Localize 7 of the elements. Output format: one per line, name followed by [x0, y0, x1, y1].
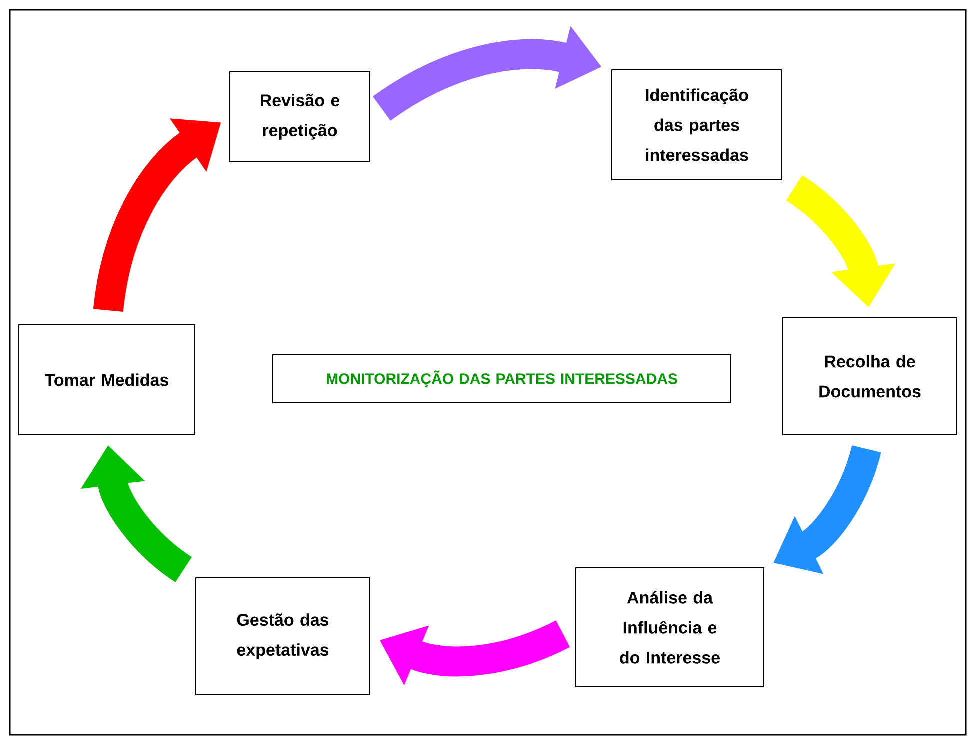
process-box: Recolha de Documentos	[782, 318, 958, 436]
process-box: Análise da Influência e do Interesse	[576, 568, 764, 688]
title-box: MONITORIZAÇÃO DAS PARTES INTERESSADAS	[272, 354, 732, 404]
process-box: Gestão das expetativas	[196, 578, 370, 696]
process-box: Tomar Medidas	[18, 324, 196, 436]
process-box: Revisão e repetição	[230, 72, 370, 162]
process-box: Identificação das partes interessadas	[612, 70, 782, 180]
